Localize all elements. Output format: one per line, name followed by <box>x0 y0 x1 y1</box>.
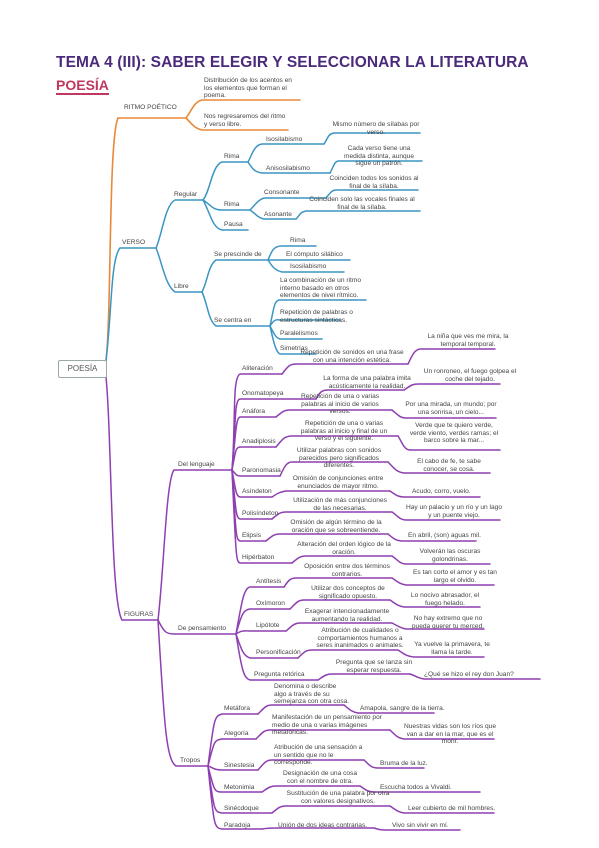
fig-metafora-example: Amapola, sangre de la tierra. <box>360 705 445 712</box>
fig-paradoja-example: Vivo sin vivir en mí. <box>392 822 449 829</box>
libre-label: Libre <box>174 283 189 290</box>
fig-oximoron: Oxímoron <box>256 600 285 607</box>
fig-sinestesia: Sinestesia <box>224 762 255 769</box>
fig-antitesis-desc: Oposición entre dos términos contrarios. <box>304 563 390 578</box>
fig-polisindeton-example: Hay un palacio y un río y un lago y un p… <box>405 504 503 519</box>
fig-hiperbaton-example: Volverán las oscuras golondrinas. <box>419 548 481 563</box>
fig-antitesis-example: Es tan corto el amor y es tan largo el o… <box>413 569 497 584</box>
fig-metafora: Metáfora <box>224 705 251 712</box>
fig-polisindeton: Polisíndeton <box>242 510 279 517</box>
fig-hiperbaton-desc: Alteración del orden lógico de la oració… <box>297 541 391 556</box>
fig-hiperbaton: Hipérbaton <box>242 554 275 561</box>
fig-asindeton: Asíndeton <box>242 488 272 495</box>
fig-anadiplosis-example: Verde que te quiero verde, verde viento,… <box>409 422 499 445</box>
fig-sinecdoque-example: Leer cubierto de mil hombres. <box>408 805 496 812</box>
prescinde-item-3: Isosilabismo <box>290 263 327 270</box>
fig-sinestesia-desc: Atribución de una sensación a un sentido… <box>274 744 363 767</box>
centra-label: Se centra en <box>214 317 252 324</box>
fig-lipotote: Lipótote <box>256 622 280 629</box>
fig-pregunta-retorica: Pregunta retórica <box>254 671 305 678</box>
fig-asindeton-example: Acudo, corro, vuelo. <box>412 488 471 495</box>
lenguaje-label: Del lenguaje <box>178 461 215 468</box>
prescinde-item-1: Rima <box>290 237 306 244</box>
fig-pregunta-retorica-example: ¿Qué se hizo el rey don Juan? <box>424 671 514 678</box>
prescinde-label: Se prescinde de <box>214 251 262 258</box>
verso-branches <box>104 132 423 369</box>
fig-paronomasia-desc: Utilizar palabras con sonidos parecidos … <box>296 447 382 470</box>
fig-personificacion: Personificación <box>256 649 301 656</box>
fig-metonimia-example: Escucha todos a Vivaldi. <box>380 784 452 791</box>
figuras-label: FIGURAS <box>124 611 154 618</box>
fig-lipotote-example: No hay extremo que no pueda querer tu me… <box>411 615 485 630</box>
section-subtitle: POESÍA <box>56 77 109 95</box>
fig-metafora-desc: Denomina o describe algo a través de su … <box>274 683 350 706</box>
anisosilabismo-label: Anisosilabismo <box>266 165 310 172</box>
fig-anadiplosis: Anadiplosis <box>242 438 276 445</box>
fig-onomatopeya-example: Un ronroneo, el fuego golpea el coche de… <box>423 368 517 383</box>
fig-aliteracion-desc: Repetición de sonidos en una frase con u… <box>300 349 404 364</box>
fig-alegoria-example: Nuestras vidas son los ríos que van a da… <box>404 723 496 746</box>
fig-personificacion-example: Ya vuelve la primavera, te llama la tard… <box>414 641 490 656</box>
fig-aliteracion-example: La niña que ves me mira, la temporal tem… <box>427 333 509 348</box>
fig-anadiplosis-desc: Repetición de una o varias palabras al i… <box>300 420 388 443</box>
fig-sinestesia-example: Bruma de la luz. <box>380 760 428 767</box>
fig-elipsis: Elipsis <box>242 532 262 539</box>
pausa-label: Pausa <box>224 221 243 228</box>
fig-paradoja: Paradoja <box>224 822 251 829</box>
ritmo-item-1: Distribución de los acentos en los eleme… <box>204 77 292 100</box>
fig-antitesis: Antítesis <box>256 578 282 585</box>
anisosilabismo-desc: Cada verso tiene una medida distinta, au… <box>343 145 415 168</box>
fig-onomatopeya: Onomatopeya <box>242 390 284 397</box>
centra-item-3: Paralelismos <box>280 330 318 337</box>
fig-oximoron-desc: Utilizar dos conceptos de significado op… <box>311 585 385 600</box>
asonante-desc: Coinciden solo las vocales finales al fi… <box>309 196 415 211</box>
centra-item-1: La combinación de un ritmo interno basad… <box>280 277 362 300</box>
fig-onomatopeya-desc: La forma de una palabra imita acústicame… <box>323 375 411 390</box>
fig-asindeton-desc: Omisión de conjunciones entre enunciados… <box>292 475 384 490</box>
ritmo-label: RITMO POÉTICO <box>124 104 177 111</box>
figuras-branches <box>104 348 541 831</box>
fig-polisindeton-desc: Utilización de más conjunciones de las n… <box>293 497 387 512</box>
fig-lipotote-desc: Exagerar intencionadamente aumentando la… <box>304 608 390 623</box>
fig-paronomasia-example: El cabo de fe, te sabe conocer, se cosa. <box>417 458 481 473</box>
rima-label: Rima <box>224 153 240 160</box>
regular-label: Regular <box>174 191 198 198</box>
isosilabismo-label: Isosilabismo <box>266 136 303 143</box>
consonante-desc: Coinciden todos los sonidos al final de … <box>329 175 419 190</box>
ritmo-item-2: Nos regresaremos del ritmo y verso libre… <box>204 113 286 128</box>
centra-item-4: Simetrías <box>280 345 308 352</box>
fig-metonimia: Metonimia <box>224 784 255 791</box>
fig-anafora: Anáfora <box>242 408 266 415</box>
fig-pregunta-retorica-desc: Pregunta que se lanza sin esperar respue… <box>335 659 413 674</box>
fig-elipsis-example: En abril, (son) aguas mil. <box>408 532 481 539</box>
verso-label: VERSO <box>122 239 146 246</box>
fig-elipsis-desc: Omisión de algún término de la oración q… <box>290 519 382 534</box>
isosilabismo-desc: Mismo número de sílabas por verso. <box>332 121 420 136</box>
fig-anafora-example: Por una mirada, un mundo; por una sonris… <box>405 401 497 416</box>
fig-personificacion-desc: Atribución de cualidades o comportamient… <box>316 627 404 650</box>
fig-sinecdoque-desc: Sustitución de una palabra por otra con … <box>286 790 390 805</box>
consonante-label: Consonante <box>264 189 300 196</box>
asonante-label: Asonante <box>264 211 292 218</box>
fig-metonimia-desc: Designación de una cosa con el nombre de… <box>282 770 358 785</box>
fig-paradoja-desc: Unión de dos ideas contrarias. <box>278 822 368 829</box>
page-title: TEMA 4 (III): SABER ELEGIR Y SELECCIONAR… <box>56 54 529 71</box>
centra-item-2: Repetición de palabras o estructuras sin… <box>280 309 353 324</box>
fig-aliteracion: Aliteración <box>242 365 273 372</box>
fig-oximoron-example: Lo nocivo abrasador, el fuego helado. <box>410 592 480 607</box>
root-node: POESÍA <box>58 360 107 378</box>
fig-sinecdoque: Sinécdoque <box>224 805 259 812</box>
prescinde-item-2: El cómputo silábico <box>286 251 343 258</box>
pensamiento-label: De pensamiento <box>178 625 227 632</box>
fig-alegoria-desc: Manifestación de un pensamiento por medi… <box>272 714 382 737</box>
rima-2-label: Rima <box>224 201 240 208</box>
fig-alegoria: Alegoría <box>224 730 249 737</box>
fig-anafora-desc: Repetición de una o varias palabras al i… <box>300 393 380 416</box>
tropos-label: Tropos <box>180 757 201 764</box>
fig-paronomasia: Paronomasia <box>242 467 281 474</box>
